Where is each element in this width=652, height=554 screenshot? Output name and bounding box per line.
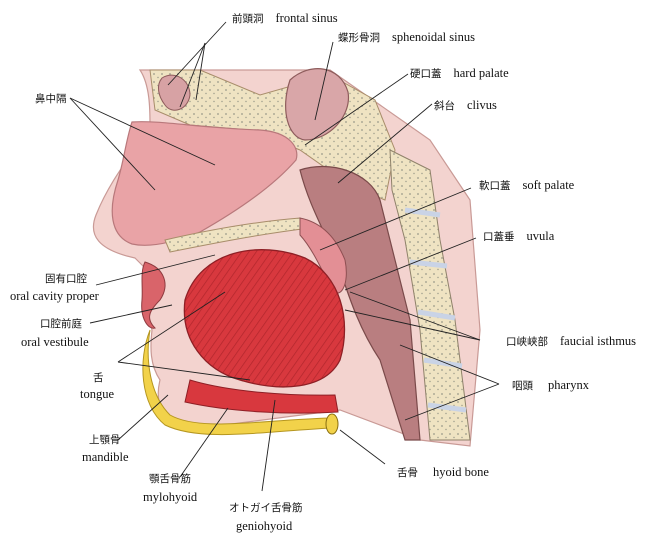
floor-muscles [184,379,339,414]
hyoid-bone-shape [325,413,339,435]
label-mylohyoid-jp: 顎舌骨筋 [149,474,191,485]
label-faucial-isthmus: 口峡峡部 faucial isthmus [506,334,636,350]
label-uvula-jp: 口蓋垂 [483,232,515,243]
leader-lines [69,21,500,492]
label-frontal-sinus-jp: 前頭洞 [232,14,264,25]
label-geniohyoid-jp: オトガイ舌骨筋 [229,503,303,514]
label-uvula: 口蓋垂 uvula [483,229,554,245]
label-clivus-en: clivus [467,98,497,112]
label-clivus: 斜台 clivus [434,98,497,114]
label-sphenoidal-sinus-jp: 蝶形骨洞 [338,33,380,44]
label-nasal-septum-jp: 鼻中隔 [35,94,67,105]
nasal-septum-area [111,121,298,246]
label-faucial-isthmus-jp: 口峡峡部 [506,337,548,348]
label-hard-palate: 硬口蓋 hard palate [410,66,509,82]
label-soft-palate-en: soft palate [522,178,575,192]
label-soft-palate: 軟口蓋 soft palate [479,178,574,194]
label-oral-vestibule-en: oral vestibule [21,335,89,349]
label-geniohyoid-en: geniohyoid [236,519,293,533]
label-tongue-en: tongue [80,387,115,401]
label-pharynx-jp: 咽頭 [512,381,533,392]
label-nasal-septum: 鼻中隔 [35,91,67,107]
tongue-muscle [183,249,346,388]
label-uvula-en: uvula [526,229,555,243]
label-oral-vestibule-jp: 口腔前庭 [40,319,82,330]
label-oral-vestibule: 口腔前庭 [40,318,82,332]
vertebral-discs [404,207,467,413]
label-frontal-sinus: 前頭洞 frontal sinus [232,11,338,27]
label-oral-cavity-proper-jp: 固有口腔 [45,274,87,285]
label-hard-palate-jp: 硬口蓋 [410,69,442,80]
label-hyoid-bone-jp: 舌骨 [397,468,418,479]
label-pharynx-en: pharynx [548,378,589,392]
label-hyoid-bone-en: hyoid bone [433,465,489,479]
label-oral-cavity-proper-en: oral cavity proper [10,289,99,303]
label-pharynx: 咽頭 pharynx [512,378,589,394]
label-clivus-jp: 斜台 [434,101,455,112]
label-sphenoidal-sinus-en: sphenoidal sinus [392,30,475,44]
label-soft-palate-jp: 軟口蓋 [479,181,511,192]
sphenoidal-sinus-cavity [285,68,350,141]
label-sphenoidal-sinus: 蝶形骨洞 sphenoidal sinus [338,30,475,46]
label-mylohyoid-en: mylohyoid [143,490,198,504]
label-mandible-jp: 上顎骨 [89,435,121,446]
lips [141,261,166,329]
label-oral-cavity-proper: 固有口腔 [45,273,87,287]
cervical-spine [389,149,471,441]
label-faucial-isthmus-en: faucial isthmus [560,334,637,348]
label-frontal-sinus-en: frontal sinus [275,11,338,25]
label-mandible-en: mandible [82,450,129,464]
label-hyoid-bone: 舌骨 hyoid bone [397,465,489,481]
label-tongue-jp: 舌 [93,373,104,384]
label-hard-palate-en: hard palate [453,66,509,80]
soft-palate-area [299,217,347,294]
